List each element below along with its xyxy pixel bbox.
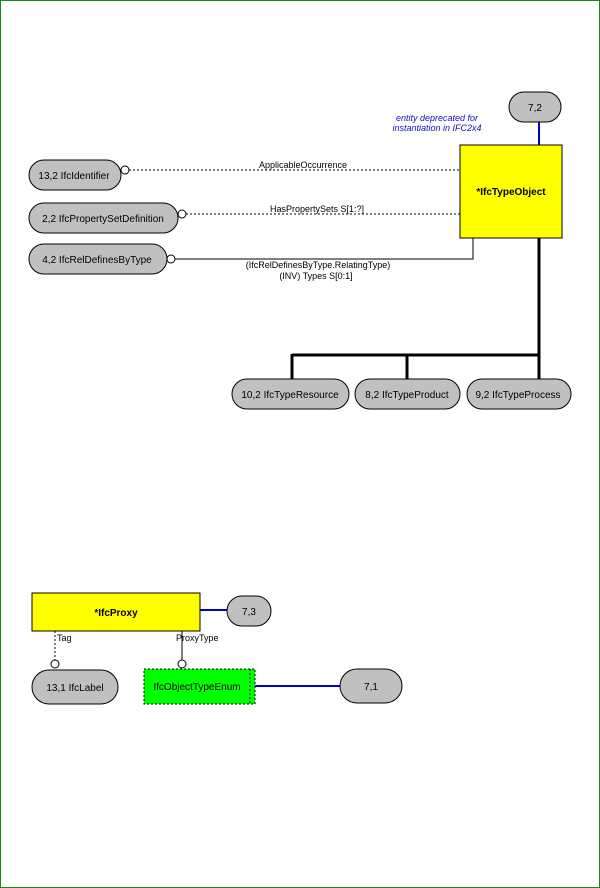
page-ref-label: 7,3 <box>242 607 256 618</box>
entity-label-proxy: *IfcProxy <box>94 608 138 619</box>
page-ref-label: 7,1 <box>364 682 378 693</box>
entity-ifc-proxy[interactable] <box>31 592 201 632</box>
ref-label-ifc-identifier: 13,2 IfcIdentifier <box>38 171 110 182</box>
ref-oval-ifc-type-resource[interactable] <box>231 378 350 410</box>
ref-label-ifc-type-product: 8,2 IfcTypeProduct <box>365 390 449 401</box>
ref-label-ifc-type-process: 9,2 IfcTypeProcess <box>475 390 560 401</box>
deprecation-note-line2: instantiation in IFC2x4 <box>392 123 481 133</box>
ref-label-ifc-type-resource: 10,2 IfcTypeResource <box>241 390 339 401</box>
page-ref-label: 7,2 <box>528 103 542 114</box>
attr-types-line2: (INV) Types S[0:1] <box>279 271 352 281</box>
relation-end-circle <box>166 254 176 264</box>
attr-has-property-sets: HasPropertySets S[1:?] <box>270 204 364 214</box>
relation-end-circle <box>177 659 187 669</box>
attr-tag: Tag <box>57 633 72 643</box>
relation-types-inverse <box>175 238 474 260</box>
attr-applicable-occurrence: ApplicableOccurrence <box>259 160 347 170</box>
page-ref-oval-7-3[interactable] <box>226 595 272 627</box>
ref-oval-ifc-identifier[interactable] <box>28 159 122 191</box>
ref-label-ifc-rel-defines-by-type: 4,2 IfcRelDefinesByType <box>42 255 152 266</box>
ref-oval-ifc-type-process[interactable] <box>466 378 572 410</box>
ref-oval-ifc-type-product[interactable] <box>354 378 461 410</box>
page-ref-oval-7-1[interactable] <box>339 668 403 704</box>
attr-types-line1: (IfcRelDefinesByType.RelatingType) <box>246 260 391 270</box>
relation-end-circle <box>120 165 130 175</box>
entity-ifc-type-object[interactable] <box>459 144 563 239</box>
deprecation-note-line1: entity deprecated for <box>396 113 479 123</box>
relation-end-circle <box>50 659 60 669</box>
ref-label-ifc-property-set-definition: 2,2 IfcPropertySetDefinition <box>42 214 164 225</box>
attr-proxy-type: ProxyType <box>176 633 219 643</box>
entity-label-type-object: *IfcTypeObject <box>476 187 546 198</box>
ref-oval-ifc-property-set-definition[interactable] <box>28 202 179 234</box>
page-ref-oval-7-2[interactable] <box>508 91 562 123</box>
ref-oval-ifc-label[interactable] <box>31 669 119 705</box>
relation-end-circle <box>177 209 187 219</box>
entity-label-object-type-enum: IfcObjectTypeEnum <box>153 682 240 693</box>
ref-oval-ifc-rel-defines-by-type[interactable] <box>28 243 168 275</box>
ref-label-ifc-label: 13,1 IfcLabel <box>46 683 103 694</box>
entity-ifc-object-type-enum[interactable] <box>143 668 256 705</box>
